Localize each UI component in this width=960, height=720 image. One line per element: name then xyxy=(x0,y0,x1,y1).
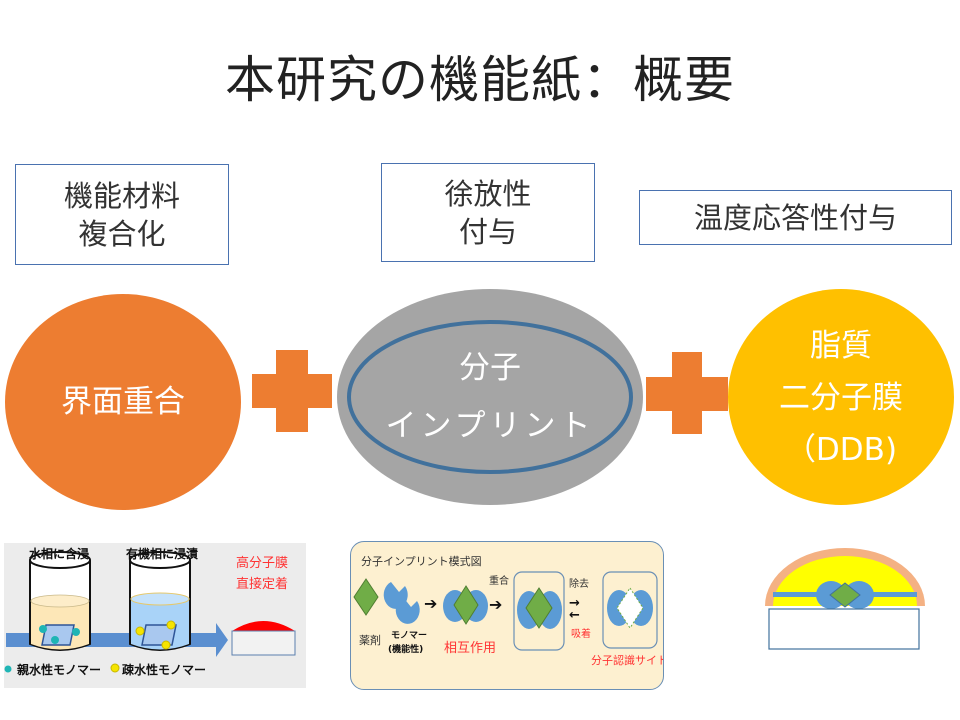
circle-molecular-imprint xyxy=(337,289,643,505)
interaction-label: 相互作用 xyxy=(444,641,496,656)
step1-label: 水相に含浸 xyxy=(29,546,89,561)
circle-lipid-bilayer xyxy=(728,289,954,505)
component-text: 脂質 xyxy=(810,328,872,364)
imprint-panel-title: 分子インプリント模式図 xyxy=(361,555,482,568)
imprint-inner-ring xyxy=(347,320,633,474)
recognition-site-icon xyxy=(616,587,644,629)
hydrophilic-monomer xyxy=(72,628,80,636)
polymerize-label: 重合 xyxy=(489,574,509,587)
plus-icon xyxy=(646,352,728,434)
component-text: 二分子膜 xyxy=(779,380,903,416)
interfacial-diagram: 水相に含浸 有機相に浸漬 高分子膜 直接定着 親水性モノマー 疎水性モノマー xyxy=(4,546,296,677)
feature-text: 付与 xyxy=(458,214,517,249)
component-text: 分子 xyxy=(459,350,521,386)
monomer-sub-label: (機能性) xyxy=(388,643,423,655)
complex-icon xyxy=(453,585,479,625)
step2-label: 有機相に浸漬 xyxy=(126,546,199,561)
imprint-diagram: 分子インプリント模式図 薬剤 モノマー (機能性) ➔ 相互作用 重合 ➔ 除去… xyxy=(353,555,663,667)
site-label: 分子認識サイト xyxy=(591,653,663,667)
drug-label: 薬剤 xyxy=(359,633,381,647)
feature-text: 徐放性 xyxy=(444,176,532,211)
back-arrow-icon: ← xyxy=(569,608,580,623)
legend-hydrophobic-dot xyxy=(110,663,120,673)
component-text: インプリント xyxy=(385,408,595,444)
panel-interfacial-polymerization: 水相に含浸 有機相に浸漬 高分子膜 直接定着 親水性モノマー 疎水性モノマー xyxy=(4,543,306,688)
beaker-organic xyxy=(129,551,191,651)
beaker-aqueous xyxy=(29,551,91,651)
legend-hydrophilic: 親水性モノマー xyxy=(17,662,101,677)
component-shapes xyxy=(5,289,954,510)
result-label: 高分子膜 xyxy=(236,555,288,571)
feature-text: 機能材料 xyxy=(63,178,180,213)
feature-text: 複合化 xyxy=(78,216,166,251)
hydrophobic-monomer xyxy=(161,640,171,650)
monomer-label: モノマー xyxy=(391,630,427,641)
feature-box-sustained-release: 徐放性 付与 xyxy=(381,163,595,262)
monomer-icon xyxy=(395,597,420,624)
hydrophilic-monomer xyxy=(39,625,47,633)
label-interfacial-polymerization: 界面重合 xyxy=(5,294,241,510)
process-arrow xyxy=(6,623,228,657)
label-lipid-bilayer: 脂質 二分子膜 （DDB) xyxy=(728,318,954,478)
feature-text: 温度応答性付与 xyxy=(693,200,897,235)
drug-icon xyxy=(353,578,379,616)
lipid-bilayer-diagram xyxy=(765,548,925,650)
circle-interfacial-polymerization xyxy=(5,294,241,510)
legend-hydrophilic-dot xyxy=(4,665,12,673)
feature-box-composite: 機能材料 複合化 xyxy=(15,164,229,265)
arrow-icon: ➔ xyxy=(489,595,502,614)
substrate-box xyxy=(768,608,920,650)
slide-title: 本研究の機能紙：概要 xyxy=(225,51,735,109)
arrow-icon: ➔ xyxy=(424,594,437,613)
hydrophobic-monomer xyxy=(135,626,145,636)
panel-molecular-imprint: 分子インプリント模式図 薬剤 モノマー (機能性) ➔ 相互作用 重合 ➔ 除去… xyxy=(350,541,664,690)
hydrophobic-monomer xyxy=(166,620,176,630)
drug-shape xyxy=(829,582,861,608)
forward-arrow-icon: → xyxy=(569,596,580,611)
plus-icon xyxy=(252,350,332,432)
hydrophilic-monomer xyxy=(51,636,59,644)
label-molecular-imprint: 分子 インプリント xyxy=(337,342,643,452)
result-label: 直接定着 xyxy=(236,576,288,592)
adsorb-label: 吸着 xyxy=(571,627,591,640)
component-text: （DDB) xyxy=(784,432,898,468)
coated-substrate xyxy=(231,621,296,656)
component-text: 界面重合 xyxy=(61,384,185,420)
feature-box-thermo-responsive: 温度応答性付与 xyxy=(639,190,952,245)
legend-hydrophobic: 疎水性モノマー xyxy=(122,662,206,677)
remove-label: 除去 xyxy=(569,577,589,590)
